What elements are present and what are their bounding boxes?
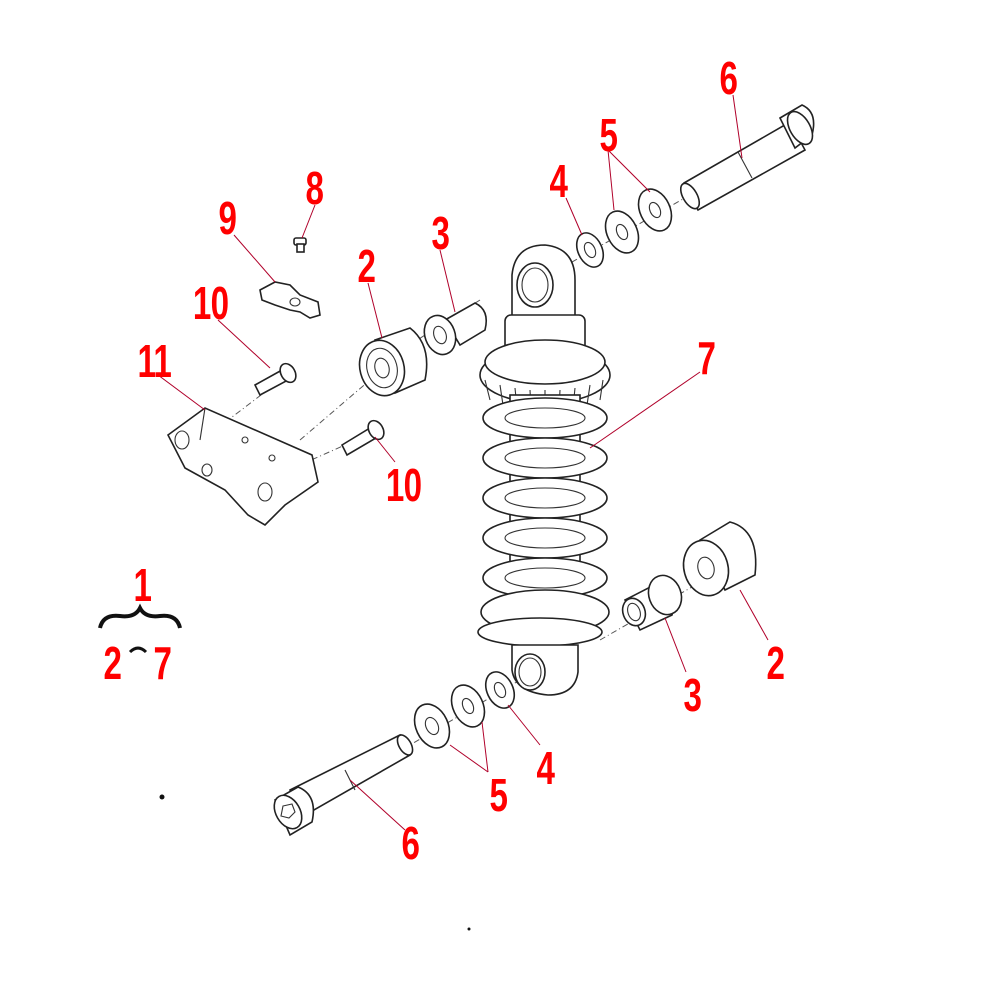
part-4-washer-bottom xyxy=(484,671,516,709)
part-8-screw xyxy=(293,237,307,253)
assembly-range-from: 2 xyxy=(103,637,122,689)
callout-1-assembly: 1 xyxy=(133,559,152,611)
callout-9: 9 xyxy=(218,192,237,244)
part-2-bushing-top xyxy=(358,327,428,397)
range-tilde xyxy=(128,646,148,654)
callout-2-top: 2 xyxy=(357,240,376,292)
callout-4-bottom: 4 xyxy=(536,742,555,794)
callout-5-bottom: 5 xyxy=(489,769,508,821)
part-3-spacer-bottom xyxy=(621,574,683,632)
callout-3-top: 3 xyxy=(431,207,450,259)
part-2-bushing-bottom xyxy=(682,521,757,597)
callout-10-bottom: 10 xyxy=(385,459,422,511)
callout-2-bottom: 2 xyxy=(766,637,785,689)
part-10-bolt-upper xyxy=(253,362,297,397)
part-5-washers-top xyxy=(604,188,673,254)
assembly-brace xyxy=(98,603,182,629)
callout-4-top: 4 xyxy=(549,155,568,207)
part-7-shock-absorber xyxy=(477,244,611,696)
part-11-bracket xyxy=(166,407,319,527)
part-5-washers-bottom xyxy=(413,684,486,749)
callout-3-bottom: 3 xyxy=(683,669,702,721)
part-3-spacer-top xyxy=(423,302,488,356)
assembly-range-to: 7 xyxy=(153,637,172,689)
part-4-washer-top xyxy=(575,232,605,268)
callout-7: 7 xyxy=(697,332,716,384)
callout-8: 8 xyxy=(305,162,324,214)
callout-6-bottom: 6 xyxy=(401,817,420,869)
stray-dot xyxy=(159,794,165,800)
leader-lines xyxy=(157,94,769,831)
callout-5-top: 5 xyxy=(599,109,618,161)
part-10-bolt-lower xyxy=(340,419,385,457)
callout-11: 11 xyxy=(137,335,172,387)
callout-6-top: 6 xyxy=(719,52,738,104)
part-6-bolt-top xyxy=(679,104,815,212)
part-9-clamp xyxy=(259,281,321,319)
callout-10-top: 10 xyxy=(192,277,229,329)
stray-dot-bottom xyxy=(467,927,471,931)
